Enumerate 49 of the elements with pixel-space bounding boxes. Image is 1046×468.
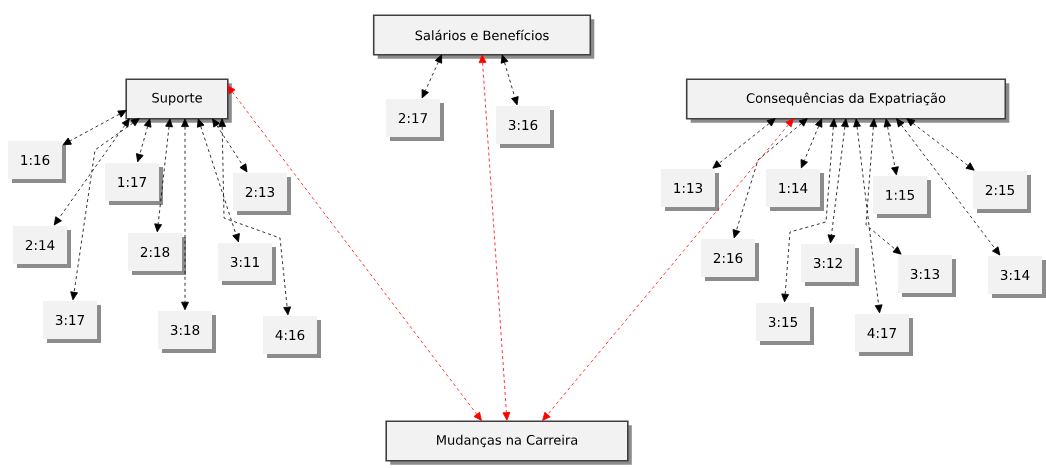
arrow (154, 118, 173, 233)
quote-box: 1:14 (766, 169, 824, 211)
topic-box: Mudanças na Carreira (385, 420, 632, 465)
arrow (883, 118, 899, 176)
topic-box: Consequências da Expatriação (685, 78, 1010, 123)
arrow (906, 118, 975, 171)
quote-box: 4:17 (855, 314, 913, 356)
arrow (181, 118, 189, 311)
quote-box: 3:18 (158, 311, 216, 353)
quote-box: 2:18 (128, 233, 186, 275)
arrow (70, 118, 140, 301)
quote-box: 1:15 (873, 176, 931, 218)
quote-box: 2:17 (386, 99, 444, 141)
quote-box: 3:16 (496, 106, 554, 148)
arrow (227, 85, 482, 421)
arrow (800, 118, 823, 169)
arrow (500, 54, 519, 106)
quote-box: 3:11 (218, 243, 276, 285)
arrow (781, 118, 838, 303)
arrow (896, 118, 1001, 256)
quote-box: 2:14 (13, 226, 71, 268)
arrow (62, 110, 127, 146)
quote-box: 2:16 (701, 239, 759, 281)
quote-box: 3:13 (898, 255, 956, 297)
topic-box: Salários e Benefícios (372, 14, 595, 59)
quote-box: 3:14 (988, 256, 1046, 298)
arrow (542, 118, 794, 421)
arrow (865, 118, 902, 255)
quote-box: 1:13 (661, 169, 719, 211)
arrow (212, 118, 248, 173)
arrow (53, 118, 130, 226)
topic-box: Suporte (125, 78, 232, 123)
quote-box: 2:15 (973, 171, 1031, 213)
quote-box: 2:13 (233, 173, 291, 215)
quote-box: 1:17 (105, 163, 163, 205)
arrow (136, 118, 152, 163)
arrow (218, 118, 291, 316)
arrow (853, 118, 883, 314)
arrow (421, 54, 443, 99)
arrow (732, 118, 808, 239)
arrow (478, 54, 511, 421)
arrow (827, 118, 849, 244)
quote-box: 3:15 (756, 303, 814, 345)
arrow (712, 118, 776, 169)
quote-box: 3:12 (801, 244, 859, 286)
quote-box: 4:16 (263, 316, 321, 358)
arrow (196, 118, 240, 243)
quote-box: 1:16 (8, 141, 66, 183)
quote-box: 3:17 (43, 301, 101, 343)
